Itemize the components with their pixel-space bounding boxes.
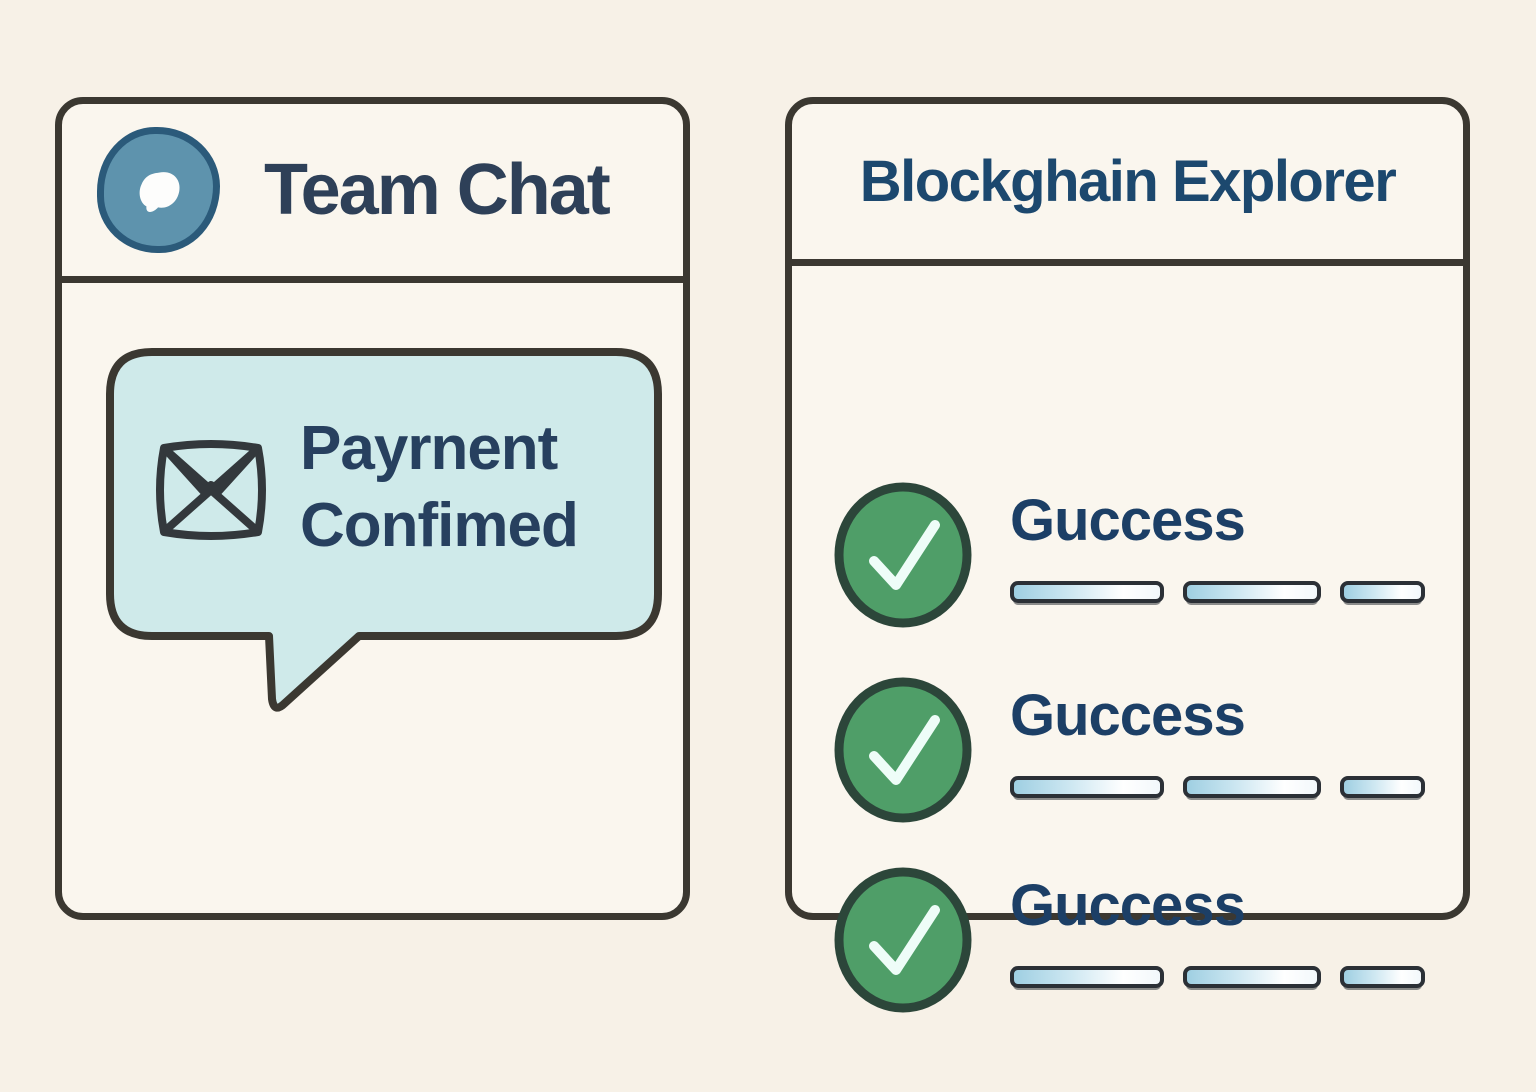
status-label: Guccess — [1010, 488, 1246, 553]
placeholder-bar — [1183, 966, 1321, 988]
message-line-1: Payrnent — [300, 414, 558, 483]
page-title: Blockghain Explorer — [859, 149, 1397, 214]
transaction-row: Guccess — [792, 866, 1463, 1016]
payment-message-bubble: Payrnent Confimed — [104, 346, 664, 718]
page-title: Team Chat — [264, 150, 611, 230]
illustration-canvas: Team Chat Payrnent Confimed — [55, 97, 1470, 1013]
transaction-row: Guccess — [792, 676, 1463, 826]
chat-bubble-icon — [97, 127, 220, 253]
check-circle-icon — [834, 482, 972, 628]
blockchain-explorer-panel: Blockghain Explorer Guccess — [785, 97, 1470, 1013]
blockchain-explorer-header: Blockghain Explorer — [792, 104, 1463, 266]
placeholder-bar — [1010, 581, 1164, 603]
placeholder-bar — [1183, 776, 1321, 798]
envelope-icon — [156, 440, 266, 540]
placeholder-bars — [1010, 581, 1425, 603]
chat-blob-glyph — [139, 172, 180, 213]
placeholder-bars — [1010, 966, 1425, 988]
placeholder-bars — [1010, 776, 1425, 798]
status-label: Guccess — [1010, 683, 1246, 748]
team-chat-panel: Team Chat Payrnent Confimed — [55, 97, 690, 920]
placeholder-bar — [1183, 581, 1321, 603]
blockchain-explorer-body: Guccess Guccess — [792, 266, 1463, 1075]
placeholder-bar — [1340, 966, 1425, 988]
team-chat-header: Team Chat — [62, 104, 683, 283]
message-line-2: Confimed — [300, 491, 579, 560]
message-text: Payrnent Confimed — [300, 410, 579, 564]
placeholder-bar — [1010, 776, 1164, 798]
check-circle-icon — [834, 677, 972, 823]
team-chat-body: Payrnent Confimed — [62, 283, 683, 1092]
placeholder-bar — [1010, 966, 1164, 988]
status-label: Guccess — [1010, 873, 1246, 938]
speech-bubble-shape — [106, 348, 662, 712]
transaction-row: Guccess — [792, 481, 1463, 631]
placeholder-bar — [1340, 776, 1425, 798]
placeholder-bar — [1340, 581, 1425, 603]
check-circle-icon — [834, 867, 972, 1013]
